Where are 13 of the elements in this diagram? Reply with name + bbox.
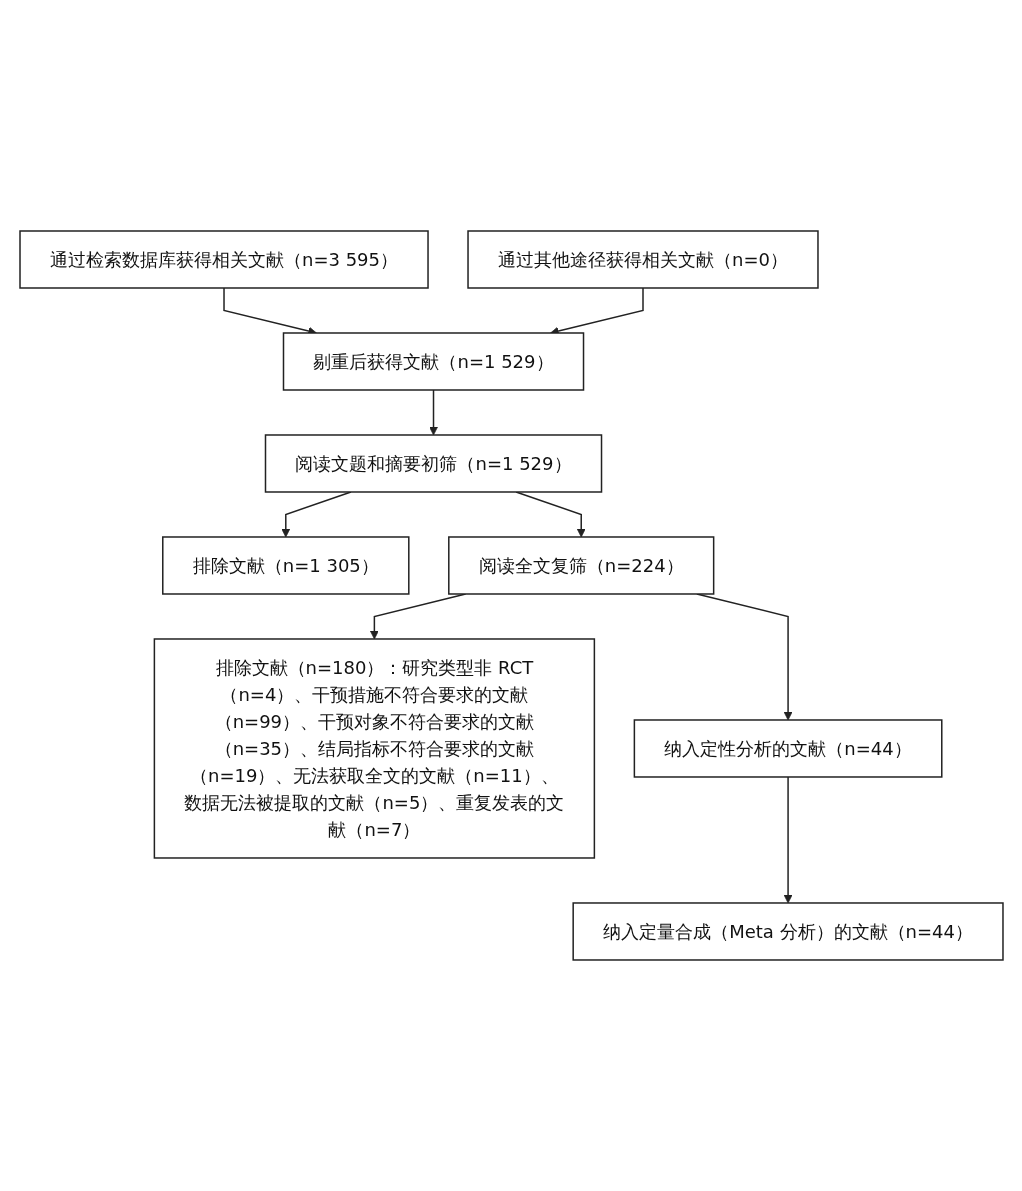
node-box: 排除文献（n=1 305） bbox=[161, 536, 410, 595]
node-box: 阅读全文复筛（n=224） bbox=[447, 536, 714, 595]
arrow bbox=[369, 593, 466, 640]
arrow bbox=[428, 389, 438, 436]
node-box: 剔重后获得文献（n=1 529） bbox=[282, 332, 584, 391]
node-box: 排除文献（n=180）：研究类型非 RCT（n=4）、干预措施不符合要求的文献（n=99）、干预对象不符合要求的文献（n=35）、结局指标不符合要求的文献（n=19）、无法获取全文的文献（n=11）、数据无法被提取的文献（n=5）、重复发表的文献（n=7） bbox=[153, 638, 595, 859]
arrow bbox=[280, 491, 352, 538]
node-box: 阅读文题和摘要初筛（n=1 529） bbox=[264, 434, 602, 493]
node-box: 纳入定性分析的文献（n=44） bbox=[633, 719, 943, 778]
node-box: 通过检索数据库获得相关文献（n=3 595） bbox=[18, 230, 429, 289]
node-box: 纳入定量合成（Meta 分析）的文献（n=44） bbox=[571, 902, 1004, 961]
arrow bbox=[783, 776, 792, 904]
node-box: 通过其他途径获得相关文献（n=0） bbox=[466, 230, 819, 289]
